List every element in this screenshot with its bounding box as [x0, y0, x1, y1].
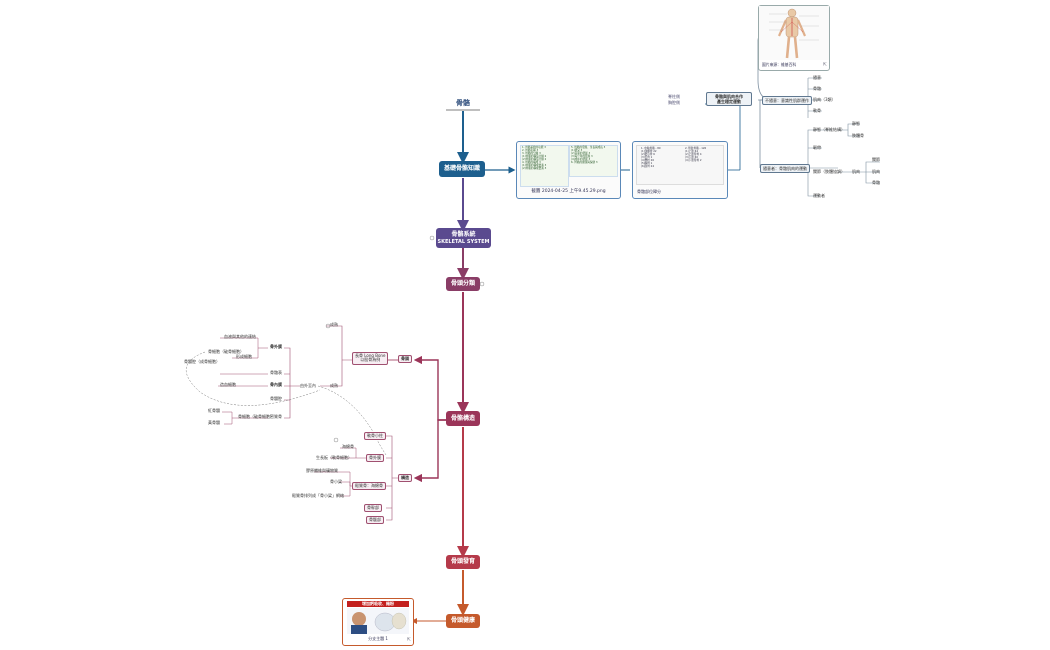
- part-medullary: 骨髓腔: [270, 396, 282, 401]
- detail-8: 骨細胞（破骨細胞）: [238, 414, 274, 419]
- label-outside-in: 由外至內: [300, 383, 316, 388]
- build-item-2[interactable]: 骨外膜: [366, 454, 384, 463]
- list-col2: 2. 附肢骨骼 - 126(1)上肢 64(2)上肢帶骨 4(3)下肢 60(4…: [685, 147, 707, 162]
- build-item-4[interactable]: 骨幹部: [364, 504, 382, 513]
- involuntary-sub1-item1: 靜態: [852, 121, 860, 126]
- root-topic[interactable]: 骨骼: [456, 99, 470, 107]
- label-top: 成熟: [330, 322, 338, 327]
- health-image[interactable]: 增加鈣吸收、鍺粉 分支主題 1 ⇱: [342, 598, 414, 646]
- involuntary-sub3-mid: 肌肉: [852, 169, 860, 174]
- node-health[interactable]: 骨頭健康: [446, 614, 480, 628]
- label-mid: 成熟: [330, 383, 338, 388]
- part-endosteum: 骨內膜: [270, 382, 282, 387]
- involuntary-sub3-item3: 骨骼: [872, 180, 880, 185]
- skeletal-system-en: SKELETAL SYSTEM: [437, 238, 490, 245]
- detail-2: 形成細胞: [236, 354, 252, 359]
- node-bone-muscle[interactable]: 骨骼與肌肉合作產生穩定運動: [706, 92, 752, 106]
- external-link-icon[interactable]: ⇱: [822, 62, 827, 68]
- build-item-5[interactable]: 骨骺部: [366, 516, 384, 525]
- node-structure[interactable]: 骨骼構造: [446, 411, 480, 426]
- node-development[interactable]: 骨頭發育: [446, 555, 480, 569]
- screenshot-caption: 截圖 2024-04-25 上午9.45.29.png: [531, 189, 606, 194]
- node-involuntary[interactable]: 隨意者：骨骼肌肉的運動: [760, 164, 810, 173]
- edge-structure-build: [413, 419, 447, 483]
- node-voluntary[interactable]: 不隨意：意識性肌群運作: [762, 96, 812, 105]
- detail-6: 紅骨髓: [208, 408, 220, 413]
- build-detail-5: 鬆質骨排列成「骨小梁」網絡: [292, 493, 344, 498]
- health-banner: 增加鈣吸收、鍺粉: [347, 601, 409, 607]
- screenshot-list-col2: 5. 骨骼的發展、生長與成長 3(1)嬰兒 3(2)兒童的發展 3(3)青少年的…: [571, 146, 606, 164]
- build-item-1[interactable]: 軟骨小柱: [364, 432, 386, 441]
- build-detail-3: 膠原纖維與礦物質: [306, 468, 338, 473]
- part-compact: 密質骨: [270, 414, 282, 419]
- skeleton-figure-icon: [759, 6, 829, 60]
- node-classification[interactable]: 骨頭分類: [446, 277, 480, 291]
- list-image[interactable]: 1. 中軸骨骼 - 80(1)頭顱骨 22(2)聽小骨 6(3)舌骨 1(4)脊…: [632, 141, 728, 199]
- body-image[interactable]: 圖片來源：維基百科 ⇱: [758, 5, 830, 71]
- node-skeletal-system[interactable]: 骨骼系統 SKELETAL SYSTEM: [436, 228, 491, 248]
- involuntary-sub1: 靜態（脊椎結構）: [813, 127, 845, 132]
- involuntary-sub2: 韌帶: [813, 145, 821, 150]
- build-detail-4: 骨小梁: [330, 479, 342, 484]
- skeletal-system-cn: 骨骼系統: [451, 231, 476, 239]
- involuntary-sub4: 運動者: [813, 193, 825, 198]
- side-note: 脊柱側胸腔側: [668, 94, 680, 105]
- detail-3: 骨細胞（破骨細胞）: [208, 349, 244, 354]
- node-bones[interactable]: 骨頭: [398, 355, 412, 364]
- edge-structure-bones: [413, 355, 447, 421]
- node-build[interactable]: 構造: [398, 474, 412, 483]
- node-basic-knowledge[interactable]: 基礎骨骼知識: [439, 161, 485, 177]
- voluntary-item-4: 軟骨: [813, 108, 821, 113]
- detail-4: 骨髓腔（成骨細胞）: [184, 359, 220, 364]
- involuntary-sub1-item2: 肢體骨: [852, 133, 864, 138]
- involuntary-sub3-item1: 關節: [872, 157, 880, 162]
- build-detail-1: 海綿骨: [342, 444, 354, 449]
- voluntary-item-1: 隨意: [813, 75, 821, 80]
- health-photo-icon: [347, 608, 409, 634]
- voluntary-item-3: 肌肉（3類）: [813, 97, 836, 102]
- build-detail-2: 生長板（軟骨細胞）: [316, 455, 352, 460]
- list-col1: 1. 中軸骨骼 - 80(1)頭顱骨 22(2)聽小骨 6(3)舌骨 1(4)脊…: [641, 147, 661, 168]
- detail-1: 血液與其他的連結: [224, 334, 256, 339]
- voluntary-item-2: 骨骼: [813, 86, 821, 91]
- body-caption: 圖片來源：維基百科: [762, 62, 797, 67]
- external-link-icon[interactable]: ⇱: [406, 637, 411, 643]
- detail-5: 造血細胞: [220, 382, 236, 387]
- involuntary-sub3: 關節（肢體協調）: [813, 169, 845, 174]
- health-caption: 分支主題 1: [368, 636, 388, 641]
- build-item-3[interactable]: 鬆質骨：海綿骨: [352, 482, 386, 491]
- detail-7: 黃骨髓: [208, 420, 220, 425]
- part-periosteum: 骨外膜: [270, 344, 282, 349]
- part-surface: 骨骼表: [270, 370, 282, 375]
- involuntary-sub3-item2: 肌肉: [872, 169, 880, 174]
- list-caption: 骨骼部位歸分: [637, 189, 661, 194]
